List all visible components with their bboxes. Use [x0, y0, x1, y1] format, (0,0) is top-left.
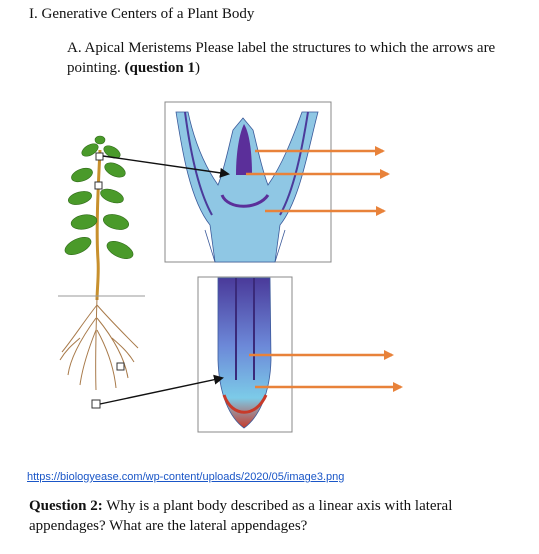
question-ref: (question 1	[124, 60, 195, 76]
root-pointer-line	[99, 374, 224, 405]
source-link[interactable]: https://biologyease.com/wp-content/uploa…	[27, 471, 345, 483]
root-marker	[116, 362, 125, 371]
whole-plant-illustration	[58, 135, 145, 409]
label-arrows	[246, 146, 403, 392]
plant-roots	[59, 297, 139, 391]
apical-meristems-instruction: A. Apical Meristems Please label the str…	[67, 38, 537, 78]
shoot-pointer-line	[102, 155, 230, 178]
shoot-apex-micrograph	[164, 101, 332, 263]
root-tip-marker	[91, 399, 101, 409]
plant-stem	[95, 149, 102, 301]
section-heading: I. Generative Centers of a Plant Body	[29, 6, 255, 22]
shoot-tip-marker	[95, 152, 104, 161]
plant-leaves	[64, 135, 134, 259]
question-2: Question 2: Why is a plant body describe…	[29, 496, 529, 536]
question-2-text: Why is a plant body described as a linea…	[29, 498, 453, 534]
plant-meristem-figure	[58, 101, 403, 433]
instruction-text: Please label the structures to which the…	[67, 40, 496, 76]
section-label: A. Apical Meristems	[67, 40, 192, 56]
stem-marker	[94, 181, 103, 190]
question-2-label: Question 2:	[29, 498, 103, 514]
question-ref-close: )	[194, 60, 200, 76]
